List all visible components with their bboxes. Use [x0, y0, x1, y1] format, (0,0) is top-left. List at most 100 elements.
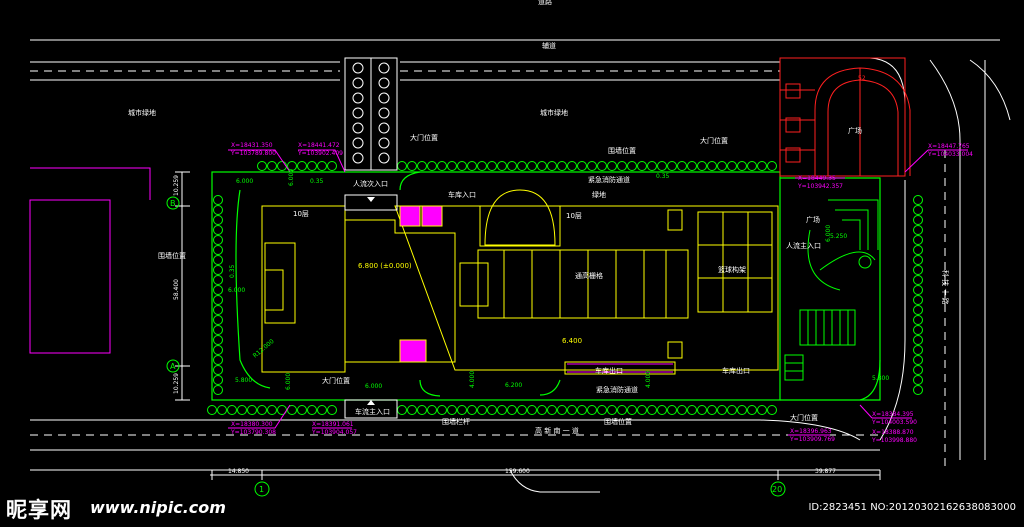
fire-lane-bottom-label: 紧急消防通道: [596, 385, 638, 394]
coord-2-y: Y=103902.409: [297, 150, 343, 157]
plaza-label: 广场: [848, 126, 862, 135]
tree: [717, 161, 727, 171]
tree: [647, 161, 657, 171]
landscape-features: [784, 199, 879, 381]
path-tree: [378, 92, 390, 104]
dim-6000-a: 6.000: [236, 178, 253, 185]
level-main-label: 6.800 (±0.000): [358, 262, 412, 270]
coord-1-y: Y=103789.800: [230, 150, 276, 157]
floors-left-label: 10层: [293, 210, 309, 218]
green-mid-label: 城市绿地: [540, 108, 568, 117]
tree: [437, 161, 447, 171]
tree: [477, 405, 487, 415]
tree: [697, 405, 707, 415]
dim-6000-b: 6.000: [288, 169, 295, 186]
tree: [577, 161, 587, 171]
green-left-label: 城市绿地: [128, 108, 156, 117]
tree: [213, 265, 223, 275]
axis-20-label: 20: [772, 485, 782, 494]
tree: [567, 161, 577, 171]
green-belt-label: 绿地: [592, 190, 606, 199]
coordinate-leaders: [228, 149, 968, 436]
tree: [407, 405, 417, 415]
tree: [227, 405, 237, 415]
tree: [757, 161, 767, 171]
tree: [577, 405, 587, 415]
tree: [213, 335, 223, 345]
dim-6000-d: 6.000: [285, 373, 292, 390]
tree: [213, 215, 223, 225]
tree: [257, 405, 267, 415]
tree: [477, 161, 487, 171]
coord-7-y: Y=104003.590: [871, 419, 917, 426]
tree: [747, 405, 757, 415]
tree: [467, 161, 477, 171]
tree: [213, 385, 223, 395]
path-tree: [378, 107, 390, 119]
tree: [457, 405, 467, 415]
tree: [597, 405, 607, 415]
path-tree: [352, 152, 364, 164]
dim-14850-label: 14.850: [228, 468, 249, 475]
tree: [687, 161, 697, 171]
tree: [267, 161, 277, 171]
path-tree: [352, 77, 364, 89]
coord-5-y: Y=103790.308: [230, 429, 276, 436]
tree: [913, 385, 923, 395]
wall-position-left-label: 围墙位置: [158, 251, 186, 260]
bottom-road-label: 高 新 南 一 道: [535, 426, 579, 435]
tree: [537, 405, 547, 415]
path-tree: [378, 152, 390, 164]
path-tree: [378, 137, 390, 149]
tree: [737, 405, 747, 415]
tree: [747, 161, 757, 171]
tree: [213, 205, 223, 215]
tree: [307, 161, 317, 171]
bottom-entrance-label: 大门位置: [322, 376, 350, 385]
tree: [913, 205, 923, 215]
axis-bubbles: [166, 196, 786, 497]
tree: [687, 405, 697, 415]
tree: [913, 255, 923, 265]
tree: [457, 161, 467, 171]
dim-10259-top-label: 10.259: [173, 175, 180, 196]
watermark-url: www.nipic.com: [90, 498, 226, 517]
tree: [587, 161, 597, 171]
tree: [913, 325, 923, 335]
tree: [213, 285, 223, 295]
tree: [627, 405, 637, 415]
wall-position-top-label: 围墙位置: [608, 146, 636, 155]
tree: [913, 305, 923, 315]
building-outline: [261, 189, 779, 375]
tree: [213, 255, 223, 265]
road-lines: [30, 39, 1011, 493]
main-entrance-right-label: 大门位置: [700, 136, 728, 145]
plaza-red-paving: [779, 57, 911, 177]
stair-cores: [399, 205, 443, 363]
path-tree: [352, 122, 364, 134]
tree: [913, 275, 923, 285]
r12000-label: R12.000: [252, 338, 276, 360]
tree: [527, 405, 537, 415]
gate-lines: [344, 194, 398, 419]
tree: [557, 405, 567, 415]
right-road-label: 科 技 十 路: [941, 270, 950, 305]
coord-3-x: X=18447.765: [928, 143, 970, 150]
dim-159600-label: 159.600: [505, 468, 530, 475]
tree: [237, 405, 247, 415]
tree: [637, 405, 647, 415]
tree: [327, 161, 337, 171]
tree: [547, 161, 557, 171]
tree: [497, 405, 507, 415]
pedestrian-path: [344, 57, 398, 171]
tree: [913, 215, 923, 225]
tree: [913, 335, 923, 345]
tree: [213, 325, 223, 335]
tree: [213, 365, 223, 375]
tree: [217, 405, 227, 415]
path-tree: [378, 122, 390, 134]
dim-4000-b: 4.000: [645, 371, 652, 388]
garage-exit-label: 车库出口: [595, 366, 623, 375]
dim-035-a: 0.35: [310, 178, 324, 185]
